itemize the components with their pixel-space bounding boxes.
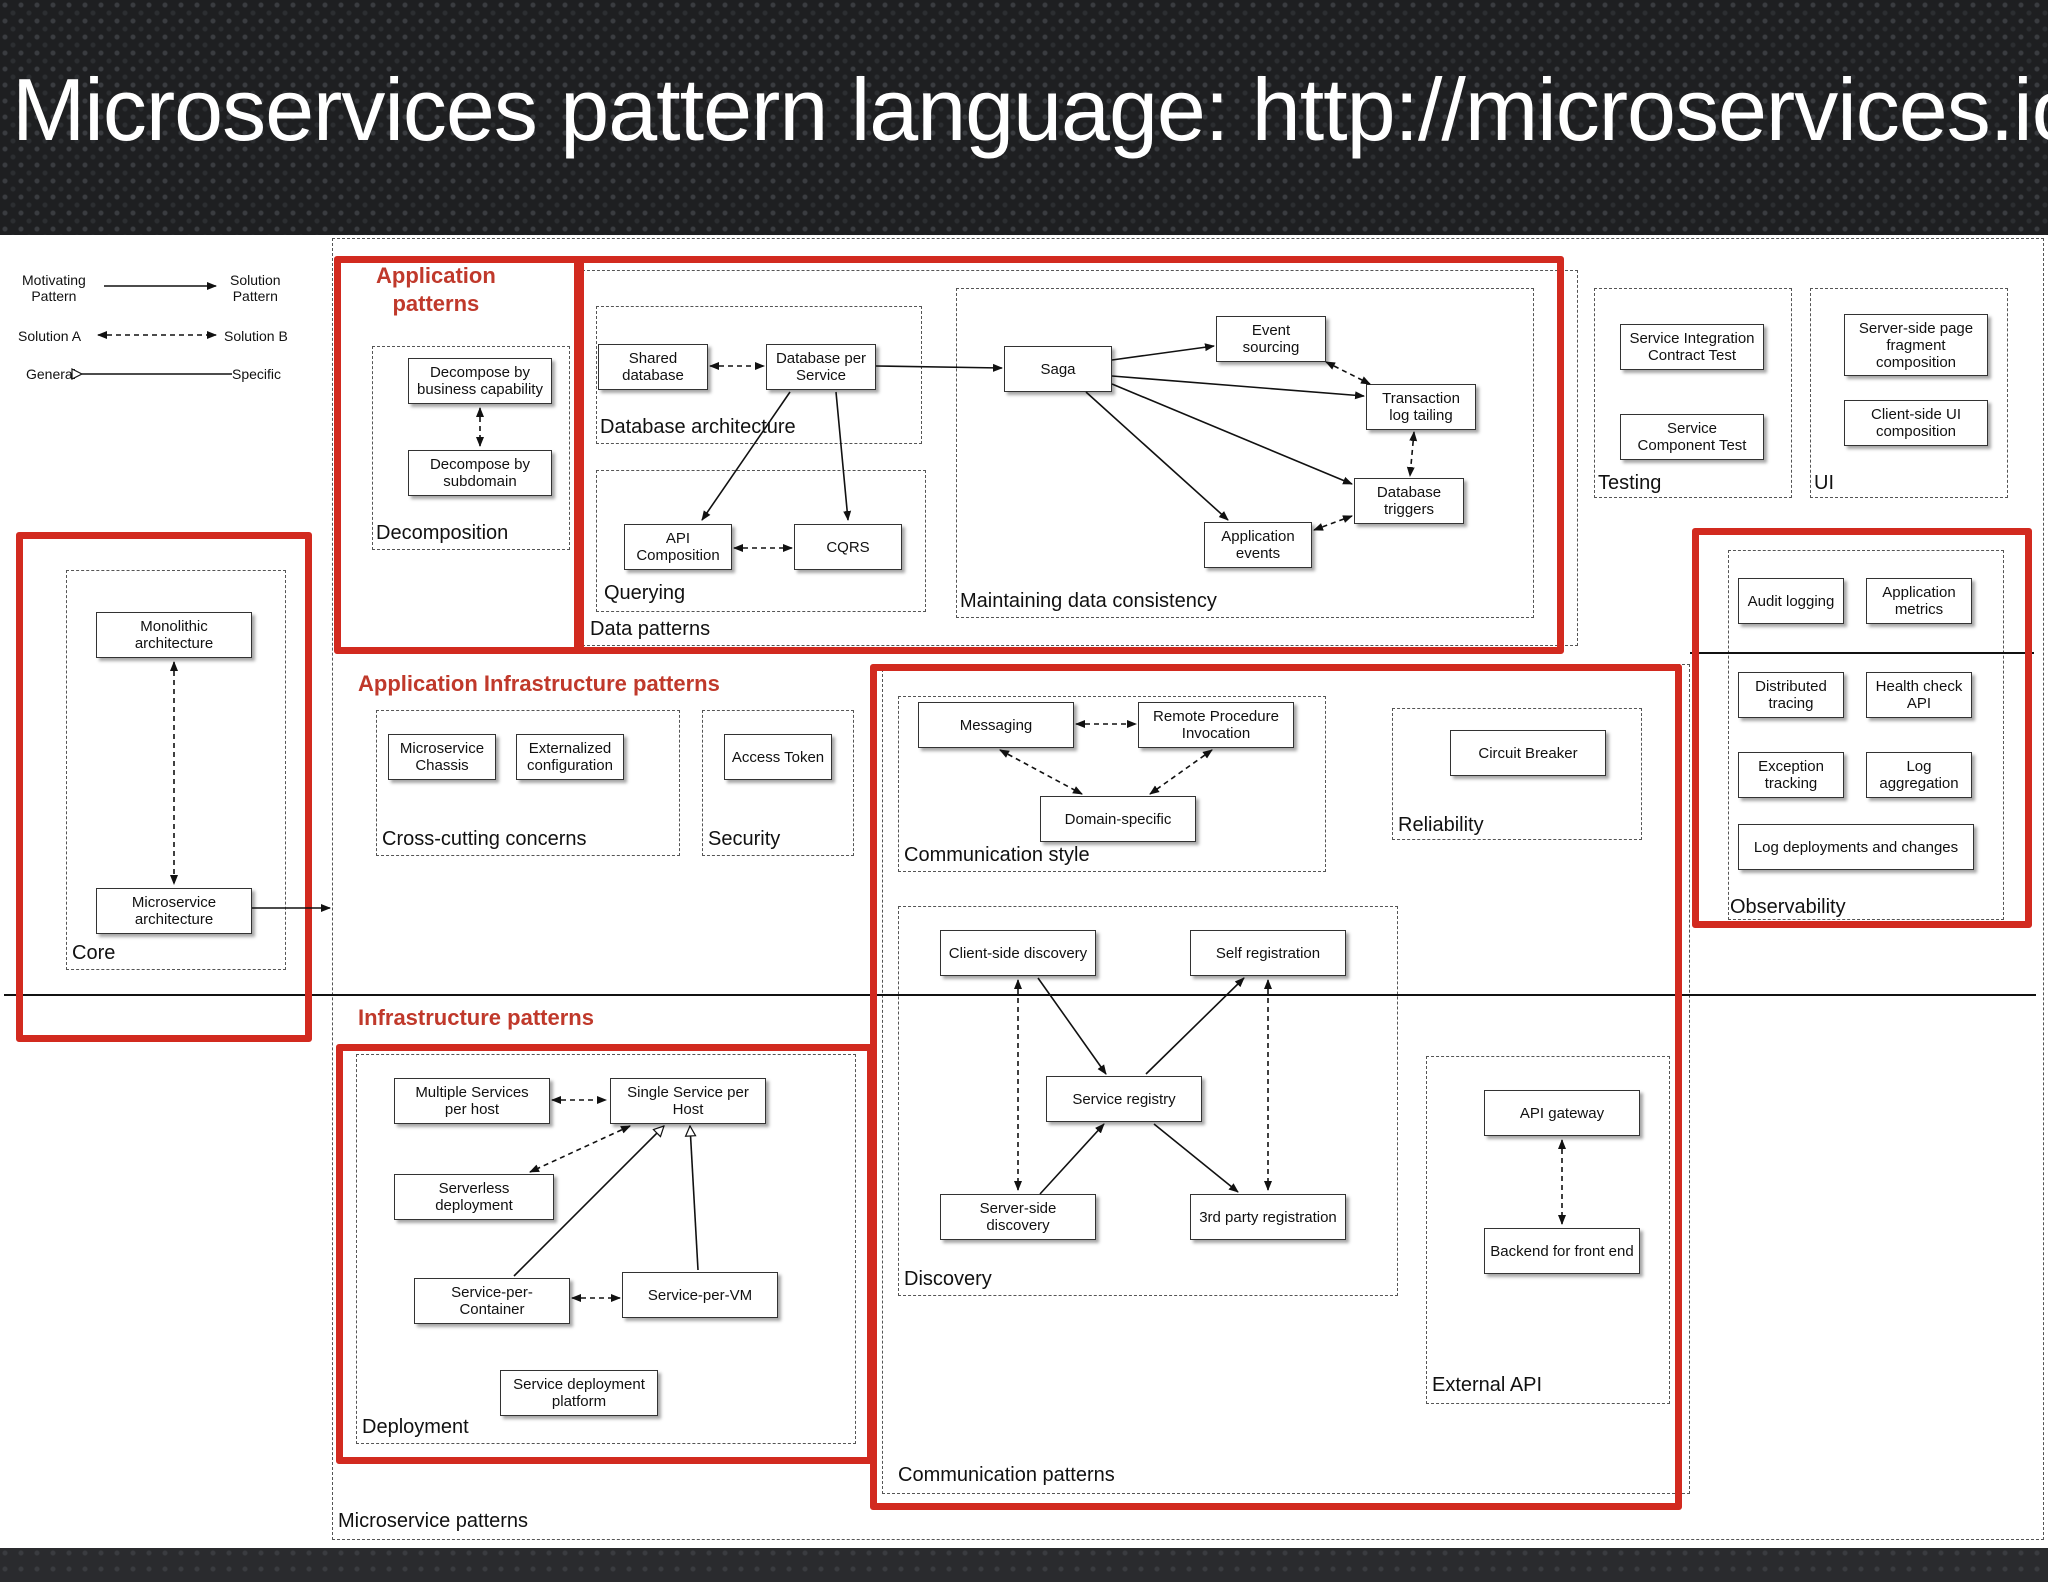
legend-solution-a: Solution A <box>18 328 82 344</box>
group-label-security: Security <box>708 828 781 850</box>
pattern-serverless-deployment: Serverless deployment <box>394 1174 554 1220</box>
group-core <box>66 570 286 970</box>
pattern-exception-tracking: Exception tracking <box>1738 752 1844 798</box>
group-label-decomposition: Decomposition <box>376 522 509 544</box>
group-label-discovery: Discovery <box>904 1268 992 1290</box>
pattern-service-per-vm: Service-per-VM <box>622 1272 778 1318</box>
group-communication-style <box>898 696 1326 872</box>
pattern-service-component-test: Service Component Test <box>1620 414 1764 460</box>
divider-upper <box>1690 652 2034 654</box>
group-external-api <box>1426 1056 1670 1404</box>
pattern-log-deployments: Log deployments and changes <box>1738 824 1974 870</box>
group-label-core: Core <box>72 942 116 964</box>
group-label-external-api: External API <box>1432 1374 1543 1396</box>
group-label-microservice-patterns: Microservice patterns <box>338 1510 529 1532</box>
group-testing <box>1594 288 1792 498</box>
pattern-client-side-discovery: Client-side discovery <box>940 930 1096 976</box>
pattern-microservice-chassis: Microservice Chassis <box>388 734 496 780</box>
pattern-log-aggregation: Log aggregation <box>1866 752 1972 798</box>
pattern-circuit-breaker: Circuit Breaker <box>1450 730 1606 776</box>
group-label-querying: Querying <box>604 582 686 604</box>
group-label-communication-style: Communication style <box>904 844 1090 866</box>
group-label-data-consistency: Maintaining data consistency <box>960 590 1217 612</box>
legend-motivating: Motivating Pattern <box>22 272 86 304</box>
pattern-api-gateway: API gateway <box>1484 1090 1640 1136</box>
group-decomposition <box>372 346 570 550</box>
group-data-consistency <box>956 288 1534 618</box>
bottom-band <box>0 1548 2048 1582</box>
section-infra-patterns: Infrastructure patterns <box>358 1005 594 1030</box>
group-label-observability: Observability <box>1730 896 1846 918</box>
pattern-event-sourcing: Event sourcing <box>1216 316 1326 362</box>
pattern-monolithic-architecture: Monolithic architecture <box>96 612 252 658</box>
pattern-cqrs: CQRS <box>794 524 902 570</box>
highlight-deployment <box>336 1044 874 1464</box>
group-reliability <box>1392 708 1642 840</box>
section-application-patterns: Application patterns <box>376 263 496 316</box>
pattern-multiple-services-per-host: Multiple Services per host <box>394 1078 550 1124</box>
pattern-remote-procedure-invocation: Remote Procedure Invocation <box>1138 702 1294 748</box>
legend-general: General <box>26 366 76 382</box>
pattern-service-deployment-platform: Service deployment platform <box>500 1370 658 1416</box>
group-deployment <box>356 1054 856 1444</box>
pattern-database-per-service: Database per Service <box>766 344 876 390</box>
pattern-audit-logging: Audit logging <box>1738 578 1844 624</box>
pattern-server-side-discovery: Server-side discovery <box>940 1194 1096 1240</box>
pattern-distributed-tracing: Distributed tracing <box>1738 672 1844 718</box>
group-cross-cutting <box>376 710 680 856</box>
group-ui <box>1810 288 2008 498</box>
legend-solution-b: Solution B <box>224 328 288 344</box>
pattern-transaction-log-tailing: Transaction log tailing <box>1366 384 1476 430</box>
group-label-testing: Testing <box>1598 472 1662 494</box>
pattern-externalized-configuration: Externalized configuration <box>516 734 624 780</box>
pattern-shared-database: Shared database <box>598 344 708 390</box>
pattern-service-registry: Service registry <box>1046 1076 1202 1122</box>
pattern-database-triggers: Database triggers <box>1354 478 1464 524</box>
pattern-api-composition: API Composition <box>624 524 732 570</box>
group-database-architecture <box>596 306 922 444</box>
group-label-database-architecture: Database architecture <box>600 416 796 438</box>
section-app-infra-patterns: Application Infrastructure patterns <box>358 671 720 696</box>
group-label-cross-cutting: Cross-cutting concerns <box>382 828 587 850</box>
pattern-backend-for-front-end: Backend for front end <box>1484 1228 1640 1274</box>
pattern-domain-specific: Domain-specific <box>1040 796 1196 842</box>
highlight-core <box>16 532 312 1042</box>
group-label-ui: UI <box>1814 472 1834 494</box>
group-label-data-patterns: Data patterns <box>590 618 711 640</box>
highlight-observability <box>1692 528 2032 928</box>
page-title: Microservices pattern language: http://m… <box>12 60 2048 159</box>
pattern-self-registration: Self registration <box>1190 930 1346 976</box>
legend-specific: Specific <box>232 366 282 382</box>
pattern-microservice-architecture: Microservice architecture <box>96 888 252 934</box>
pattern-single-service-per-host: Single Service per Host <box>610 1078 766 1124</box>
pattern-application-events: Application events <box>1204 522 1312 568</box>
group-security <box>702 710 854 856</box>
pattern-service-per-container: Service-per- Container <box>414 1278 570 1324</box>
pattern-client-side-ui: Client-side UI composition <box>1844 400 1988 446</box>
group-microservice-patterns <box>332 238 2044 1540</box>
pattern-health-check-api: Health check API <box>1866 672 1972 718</box>
pattern-messaging: Messaging <box>918 702 1074 748</box>
group-querying <box>596 470 926 612</box>
pattern-3rd-party-registration: 3rd party registration <box>1190 1194 1346 1240</box>
highlight-data-patterns <box>574 256 1564 654</box>
pattern-service-integration-test: Service Integration Contract Test <box>1620 324 1764 370</box>
group-label-deployment: Deployment <box>362 1416 469 1438</box>
group-label-reliability: Reliability <box>1398 814 1484 836</box>
group-observability <box>1728 550 2004 920</box>
title-banner: Microservices pattern language: http://m… <box>0 0 2048 235</box>
group-label-communication-patterns: Communication patterns <box>898 1464 1115 1486</box>
pattern-decompose-subdomain: Decompose by subdomain <box>408 450 552 496</box>
pattern-decompose-business: Decompose by business capability <box>408 358 552 404</box>
pattern-access-token: Access Token <box>724 734 832 780</box>
legend-solution: Solution Pattern <box>230 272 281 304</box>
pattern-saga: Saga <box>1004 346 1112 392</box>
group-discovery <box>898 906 1398 1296</box>
pattern-application-metrics: Application metrics <box>1866 578 1972 624</box>
pattern-server-side-page-fragment: Server-side page fragment composition <box>1844 314 1988 376</box>
